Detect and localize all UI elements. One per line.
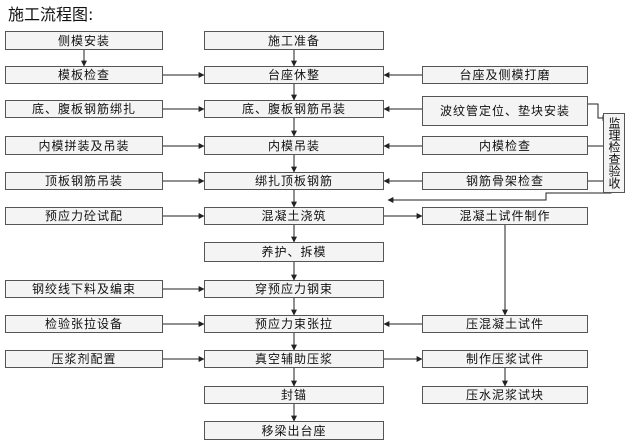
- node-concrete-specimen-making: 混凝土试件制作: [422, 207, 588, 225]
- diagram-title: 施工流程图:: [8, 5, 94, 24]
- node-strand-cutting-bundling: 钢绞线下料及编束: [5, 280, 163, 298]
- node-prestress-tensioning: 预应力束张拉: [204, 315, 384, 333]
- node-grout-block-test: 压水泥浆试块: [422, 386, 588, 404]
- node-bottom-web-rebar-binding: 底、腹板钢筋绑扎: [5, 100, 163, 118]
- node-rebar-frame-inspection: 钢筋骨架检查: [422, 172, 588, 190]
- node-bottom-web-rebar-hoisting: 底、腹板钢筋吊装: [204, 100, 384, 118]
- node-girder-removal: 移梁出台座: [204, 421, 384, 440]
- node-concrete-pouring: 混凝土浇筑: [204, 207, 384, 225]
- node-side-mold-install: 侧模安装: [5, 31, 163, 50]
- node-mold-inspection: 模板检查: [5, 66, 163, 84]
- node-pedestal-side-mold-polish: 台座及侧模打磨: [422, 66, 588, 84]
- node-prestress-concrete-trial-mix: 预应力砼试配: [5, 207, 163, 225]
- node-pedestal-repair: 台座休整: [204, 66, 384, 84]
- node-top-slab-rebar-hoisting: 顶板钢筋吊装: [5, 172, 163, 190]
- node-duct-positioning-pad-install: 波纹管定位、垫块安装: [422, 96, 588, 126]
- node-inner-mold-hoisting: 内模吊装: [204, 136, 384, 155]
- node-grout-mix-preparation: 压浆剂配置: [5, 350, 163, 368]
- node-concrete-specimen-compression: 压混凝土试件: [422, 315, 588, 333]
- node-anchor-sealing: 封锚: [204, 386, 384, 404]
- node-construction-prep: 施工准备: [204, 31, 384, 50]
- node-inner-mold-inspection: 内模检查: [422, 136, 588, 155]
- node-inner-mold-assembly-hoisting: 内模拼装及吊装: [5, 136, 163, 155]
- node-tensioning-equipment-check: 检验张拉设备: [5, 315, 163, 333]
- node-grout-specimen-making: 制作压浆试件: [422, 350, 588, 368]
- node-supervision-inspection: 监理检查验收: [603, 113, 625, 193]
- node-curing-demolding: 养护、拆模: [204, 242, 384, 262]
- node-threading-prestress-strands: 穿预应力钢束: [204, 280, 384, 298]
- node-top-slab-rebar-binding: 绑扎顶板钢筋: [204, 172, 384, 190]
- node-vacuum-grouting: 真空辅助压浆: [204, 350, 384, 368]
